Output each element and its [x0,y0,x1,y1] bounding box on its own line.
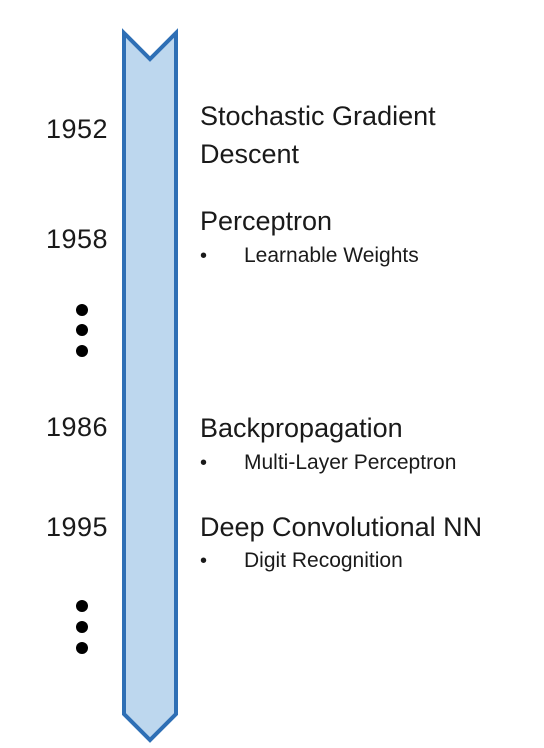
ellipsis-dot [76,621,88,633]
event-title-deep-convolutional-nn: Deep Convolutional NN [200,512,483,542]
ellipsis-dot [76,642,88,654]
bullet-learnable-weights: • Learnable Weights [200,244,419,268]
ellipsis-dot [76,324,88,336]
year-1986: 1986 [46,412,109,442]
ellipsis-dot [76,304,88,316]
bullet-text: Learnable Weights [244,244,419,267]
bullet-symbol: • [200,451,208,474]
bullet-multi-layer-perceptron: • Multi-Layer Perceptron [200,451,456,475]
year-1958: 1958 [46,224,109,254]
bullet-digit-recognition: • Digit Recognition [200,549,403,573]
bullet-symbol: • [200,244,208,267]
bullet-symbol: • [200,549,208,572]
event-title-sgd-line-2: Descent [200,139,300,169]
bullet-text: Multi-Layer Perceptron [244,451,457,474]
event-title-backpropagation: Backpropagation [200,413,403,443]
ellipsis-dot [76,345,88,357]
year-1995: 1995 [46,512,109,542]
event-title-sgd-line-1: Stochastic Gradient [200,101,436,131]
timeline-arrow-shape [122,28,178,743]
year-1952: 1952 [46,114,109,144]
event-title-perceptron: Perceptron [200,206,333,236]
bullet-text: Digit Recognition [244,549,403,572]
ellipsis-dot [76,600,88,612]
